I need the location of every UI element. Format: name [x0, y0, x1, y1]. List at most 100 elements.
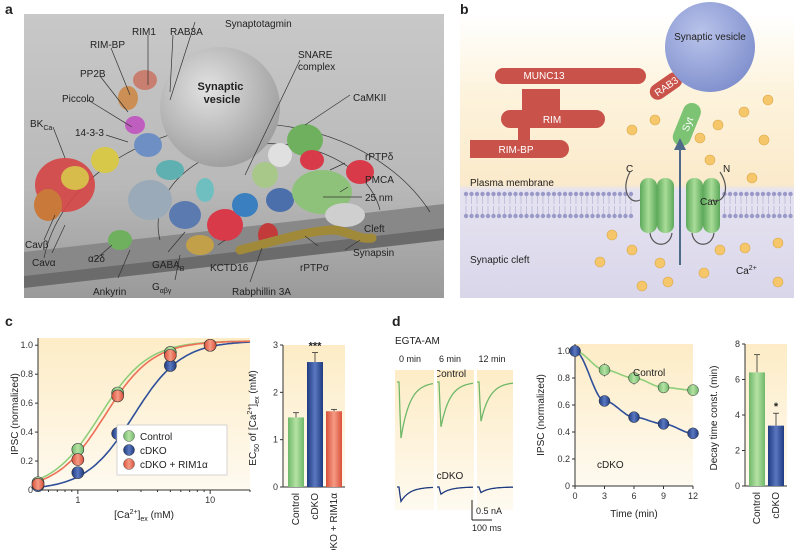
synaptic-vesicle-b: [665, 2, 755, 92]
label-kctd16: KCTD16: [210, 263, 249, 274]
control-trace: [477, 381, 514, 422]
trace-separator: [474, 370, 477, 510]
lipid-head-top: [474, 191, 480, 197]
lipid-head-bottom: [755, 213, 760, 219]
lipid-head-bottom: [601, 213, 606, 219]
lipid-head-bottom: [749, 213, 755, 219]
lipid-head-top: [535, 191, 540, 197]
gaba-sub: B: [180, 266, 185, 273]
data-point-cdko: [657, 418, 670, 430]
decay-y-tick-label: 8: [735, 339, 740, 349]
lipid-head-bottom: [535, 213, 540, 219]
lipid-head-top: [777, 191, 782, 197]
bar-x-label: cDKO + RIM1α: [329, 493, 340, 550]
lipid-head-top: [551, 191, 557, 197]
lipid-head-top: [755, 191, 760, 197]
calcium-ion: [712, 119, 724, 131]
lipid-head-bottom: [518, 213, 524, 219]
lipid-head-bottom: [766, 213, 771, 219]
label-gaba-b: GABAB: [152, 260, 185, 273]
d-x-tick-label: 12: [688, 491, 698, 501]
cb-main: EC: [248, 452, 259, 466]
lipid-head-top: [595, 191, 601, 197]
lipid-head-bottom: [480, 213, 485, 219]
gaba-main: GABA: [152, 260, 180, 271]
data-point-control: [657, 381, 670, 394]
label-synaptic-vesicle: Synaptic vesicle: [198, 81, 247, 106]
plot-decay-ylabel: Decay time const. (min): [709, 365, 720, 470]
lipid-head-bottom: [540, 213, 546, 219]
lipid-head-bottom: [562, 213, 568, 219]
label-plasma-membrane: Plasma membrane: [470, 178, 554, 189]
cdko-trace: [397, 486, 434, 504]
lipid-head-bottom: [469, 213, 474, 219]
panel-a-leaders: [43, 21, 362, 283]
calcium-ion: [704, 154, 716, 166]
lipid-head-top: [507, 191, 513, 197]
calcium-ion: [654, 257, 666, 269]
bar-y-tick-label: 2: [273, 387, 278, 397]
y-tick-label: 0.4: [20, 427, 33, 437]
lipid-head-top: [546, 191, 551, 197]
bar-x-label: Control: [291, 493, 302, 525]
calcium-ion: [746, 172, 758, 184]
calcium-ion: [772, 237, 784, 249]
lipid-head-bottom: [777, 213, 782, 219]
label-munc13: MUNC13: [523, 71, 565, 82]
lipid-head-bottom: [491, 213, 496, 219]
data-point-cdko: [569, 345, 581, 357]
label-cleft: Cleft: [364, 224, 385, 235]
significance-marker: *: [774, 401, 779, 413]
panel-a-letter: a: [5, 1, 13, 17]
control-trace: [437, 381, 474, 427]
panel-d-letter: d: [392, 313, 401, 329]
lipid-head-bottom: [502, 213, 507, 219]
significance-marker: ***: [309, 341, 323, 353]
lipid-head-top: [469, 191, 474, 197]
y-tick-label: 0.8: [20, 369, 33, 379]
data-point-control: [628, 372, 640, 384]
label-syt: Syt: [681, 116, 697, 134]
lipid-head-bottom: [590, 213, 595, 219]
lipid-head-bottom: [573, 213, 579, 219]
lipid-head-top: [749, 191, 755, 197]
data-point-cdko-rim1-: [203, 338, 217, 352]
cdko-trace: [437, 486, 473, 496]
legend-marker-rim: [123, 458, 135, 470]
calcium-ion: [626, 124, 638, 136]
g-sub: αβγ: [160, 288, 172, 295]
label-a2d: α2δ: [88, 254, 105, 265]
lipid-head-top: [480, 191, 485, 197]
control-trace: [397, 381, 434, 439]
y-tick-label: 0.2: [20, 456, 33, 466]
lipid-head-bottom: [606, 213, 612, 219]
d-y-tick-label: 0.4: [557, 427, 570, 437]
d-y-tick-label: 1.0: [557, 346, 570, 356]
plot-d-ylabel: IPSC (normalized): [536, 374, 547, 456]
calcium-ion: [758, 134, 770, 146]
d-y-tick-label: 0.2: [557, 454, 570, 464]
label-ankyrin: Ankyrin: [93, 287, 126, 298]
label-rim-bp-b: RIM-BP: [499, 145, 534, 156]
d-x-tick-label: 9: [661, 491, 666, 501]
munc13-rim-link: [522, 89, 560, 110]
lipid-head-bottom: [744, 213, 749, 219]
label-synaptic-cleft: Synaptic cleft: [470, 255, 530, 266]
calcium-ion: [698, 267, 710, 279]
rab3-shape: [649, 72, 683, 100]
data-point-cdko-rim1-: [111, 389, 124, 403]
lipid-head-bottom: [782, 213, 788, 219]
syt-shape: [672, 102, 701, 146]
x-tick-label: 1: [75, 495, 80, 505]
d-y-tick-label: 0.6: [557, 400, 570, 410]
d-x-tick-label: 0: [572, 491, 577, 501]
bar-y-tick-label: 0: [273, 482, 278, 492]
cx-main: [Ca: [114, 510, 130, 521]
bar-y-tick-label: 1: [273, 435, 278, 445]
plot-d-cdko-label: cDKO: [597, 460, 624, 471]
synaptic-vesicle-line2: vesicle: [204, 94, 241, 106]
calcium-ion: [714, 244, 726, 256]
bar-1: [307, 362, 323, 487]
